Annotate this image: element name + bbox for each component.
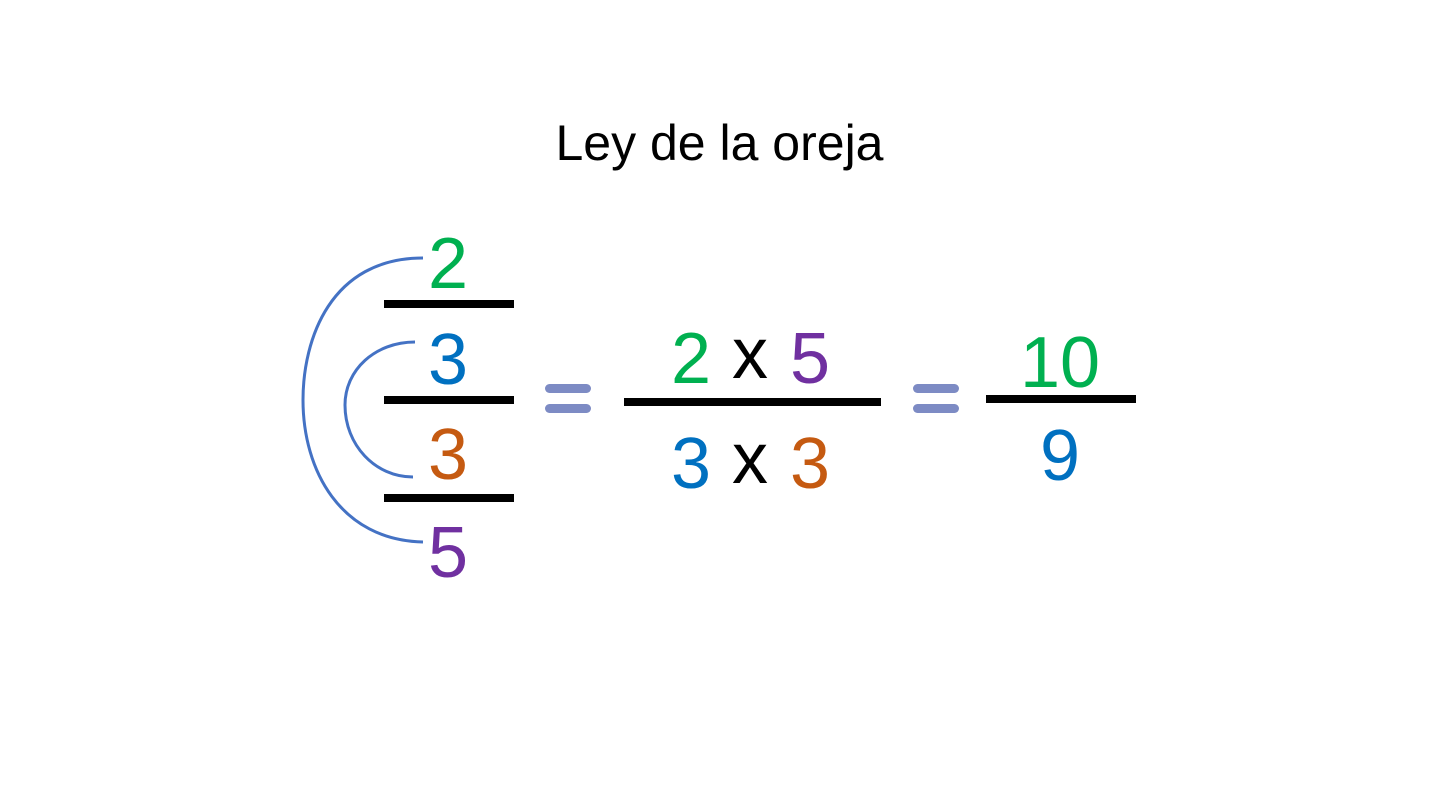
inner-arc [343, 340, 416, 479]
top-numerator: 2 [428, 224, 469, 304]
main-fraction-bar [384, 396, 514, 404]
outer-arc [301, 256, 424, 544]
middle-fraction-bar [624, 398, 881, 406]
middle-denominator-left: 3 [671, 424, 712, 504]
result-denominator: 9 [1040, 416, 1081, 496]
top-denominator: 3 [428, 320, 469, 400]
top-fraction-bar [384, 300, 514, 308]
middle-numerator-left: 2 [671, 319, 712, 399]
result-numerator: 10 [1020, 323, 1101, 403]
middle-numerator-operator: x [732, 314, 768, 394]
bottom-fraction-bar [384, 494, 514, 502]
middle-denominator-operator: x [732, 419, 768, 499]
result-fraction-bar [986, 395, 1136, 403]
middle-denominator-right: 3 [790, 424, 831, 504]
bottom-numerator: 3 [428, 415, 469, 495]
bottom-denominator: 5 [428, 513, 469, 593]
middle-numerator-right: 5 [790, 319, 831, 399]
page-title: Ley de la oreja [555, 115, 884, 171]
